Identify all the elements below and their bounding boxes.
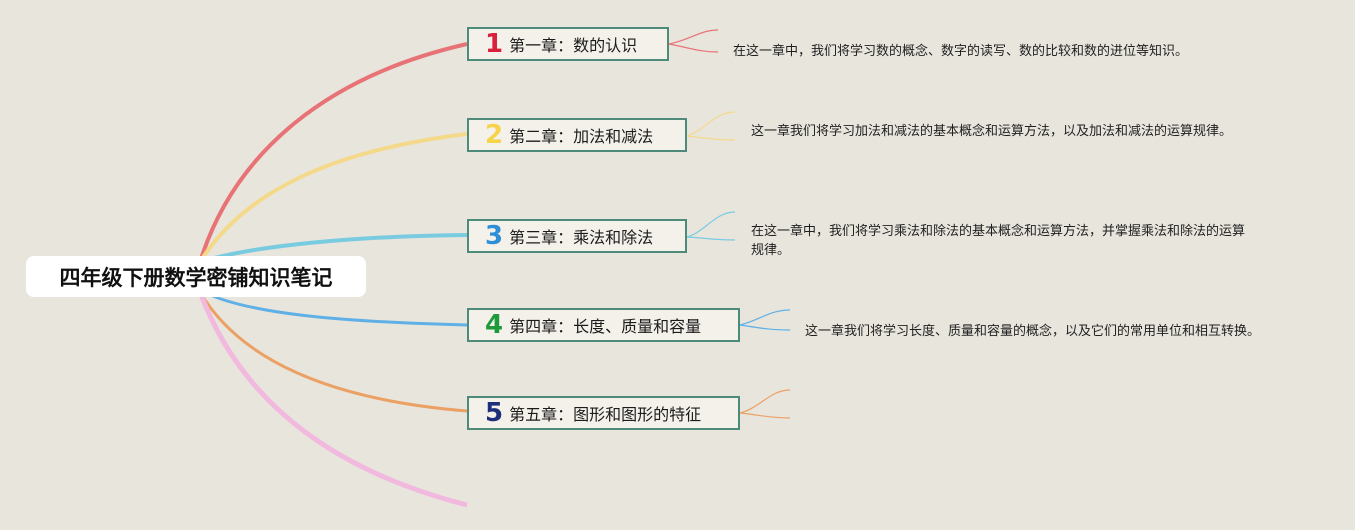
branch-1 bbox=[198, 42, 468, 263]
sub-branch-5a bbox=[739, 389, 791, 414]
chapter-4-number: 4 bbox=[485, 310, 504, 340]
sub-branch-1b bbox=[668, 43, 719, 53]
chapter-5-number: 5 bbox=[485, 398, 504, 428]
root-topic[interactable]: 四年级下册数学密铺知识笔记 bbox=[26, 256, 366, 297]
branch-2 bbox=[198, 132, 468, 264]
sub-branch-2a bbox=[686, 111, 736, 137]
sub-branch-3a bbox=[686, 211, 736, 238]
sub-branch-4a bbox=[739, 309, 791, 326]
chapter-5-label: 第五章：图形和图形的特征 bbox=[509, 405, 702, 424]
chapter-3-label: 第三章：乘法和除法 bbox=[509, 228, 654, 247]
branch-5 bbox=[198, 291, 468, 413]
chapter-4-label: 第四章：长度、质量和容量 bbox=[509, 317, 702, 336]
chapter-2-number: 2 bbox=[485, 120, 504, 150]
sub-branch-5b bbox=[739, 412, 791, 419]
branch-3 bbox=[199, 233, 468, 264]
chapter-4-node[interactable]: 4 第四章：长度、质量和容量 bbox=[467, 308, 740, 342]
chapter-1-description: 在这一章中，我们将学习数的概念、数字的读写、数的比较和数的进位等知识。 bbox=[733, 44, 1189, 59]
chapter-1-number: 1 bbox=[485, 29, 504, 59]
sub-branch-3b bbox=[686, 236, 736, 241]
chapter-3-description: 在这一章中，我们将学习乘法和除法的基本概念和运算方法，并掌握乘法和除法的运算规律… bbox=[751, 224, 1246, 258]
chapter-3-node[interactable]: 3 第三章：乘法和除法 bbox=[467, 219, 687, 253]
sub-branch-1a bbox=[668, 29, 719, 45]
sub-branch-4b bbox=[739, 324, 791, 331]
chapter-1-label: 第一章：数的认识 bbox=[509, 36, 638, 55]
chapter-2-node[interactable]: 2 第二章：加法和减法 bbox=[467, 118, 687, 152]
chapter-5-node[interactable]: 5 第五章：图形和图形的特征 bbox=[467, 396, 740, 430]
chapter-1-node[interactable]: 1 第一章：数的认识 bbox=[467, 27, 669, 61]
sub-branch-2b bbox=[686, 135, 736, 141]
chapter-2-description: 这一章我们将学习加法和减法的基本概念和运算方法，以及加法和减法的运算规律。 bbox=[751, 124, 1233, 139]
branch-4 bbox=[199, 288, 468, 327]
chapter-4-description: 这一章我们将学习长度、质量和容量的概念，以及它们的常用单位和相互转换。 bbox=[805, 324, 1261, 339]
chapter-3-number: 3 bbox=[485, 221, 504, 251]
chapter-2-label: 第二章：加法和减法 bbox=[509, 127, 654, 146]
branch-6 bbox=[197, 291, 468, 508]
